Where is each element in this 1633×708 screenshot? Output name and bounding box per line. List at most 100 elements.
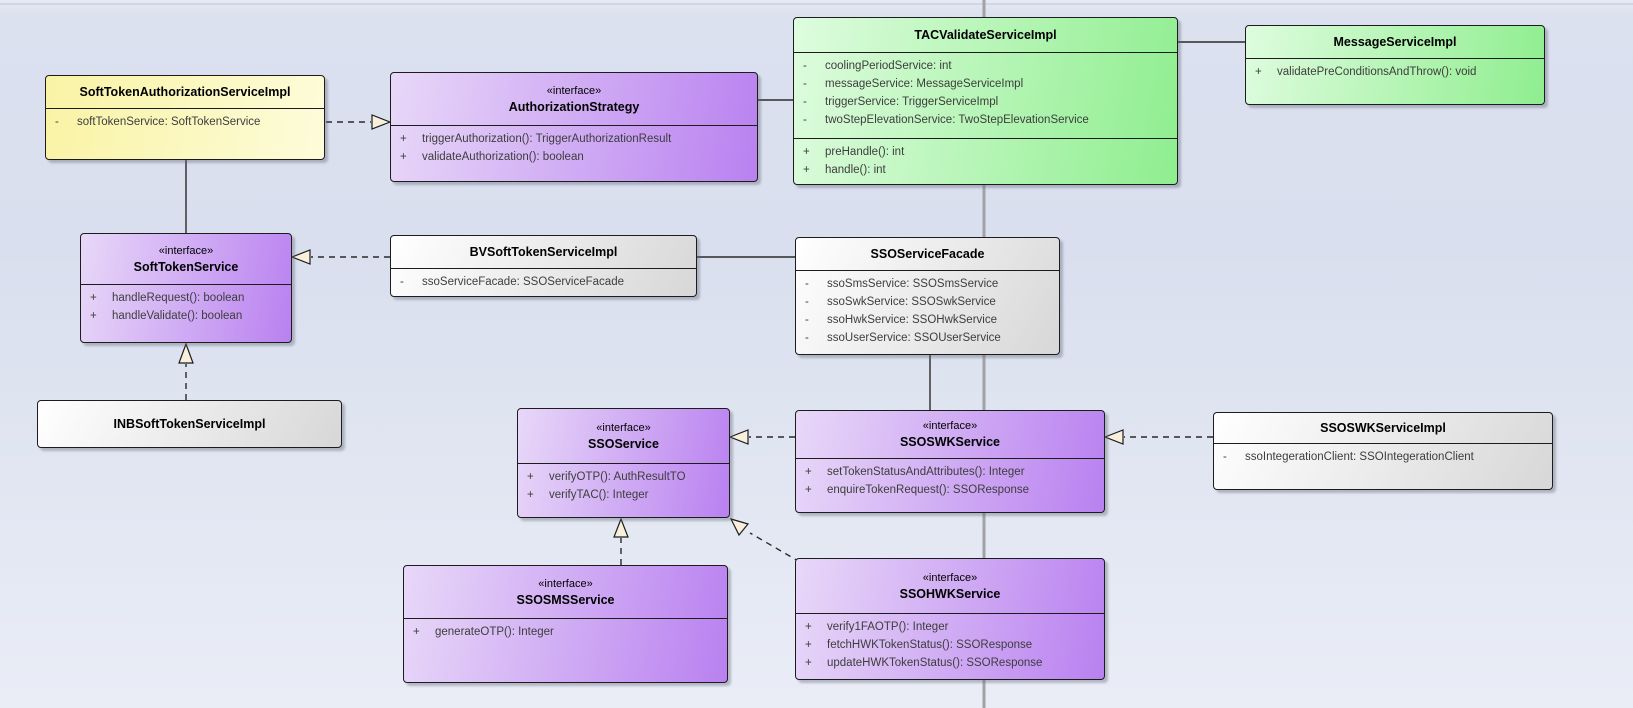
class-tac-validate-service-impl[interactable]: TACValidateServiceImpl - coolingPeriodSer…	[793, 17, 1178, 185]
method: + fetchHWKTokenStatus(): SSOResponse	[796, 636, 1104, 654]
visibility: +	[527, 471, 534, 483]
interface-soft-token-service[interactable]: «interface» SoftTokenService +handleRequ…	[80, 233, 292, 343]
attribute-text: coolingPeriodService: int	[825, 60, 952, 72]
interface-sso-service[interactable]: «interface» SSOService +verifyOTP(): Aut…	[517, 408, 730, 518]
attributes-compartment: -softTokenService: SoftTokenService	[46, 108, 324, 159]
attribute: - twoStepElevationService: TwoStepElevati…	[794, 111, 1177, 129]
interface-sso-swk-service[interactable]: «interface» SSOSWKService + setTokenStatu…	[795, 410, 1105, 513]
method: + handleValidate(): boolean	[81, 307, 291, 325]
method: +triggerAuthorization(): TriggerAuthoriz…	[391, 130, 757, 148]
method-text: triggerAuthorization(): TriggerAuthoriza…	[422, 133, 672, 145]
attributes-compartment: -ssoServiceFacade: SSOServiceFacade	[391, 268, 696, 296]
visibility: -	[805, 332, 809, 344]
class-name: SSOSWKServiceImpl	[1320, 421, 1446, 435]
method-text: validateAuthorization(): boolean	[422, 151, 584, 163]
class-soft-token-authorization-service-impl[interactable]: SoftTokenAuthorizationServiceImpl -softT…	[45, 75, 325, 160]
class-title: «interface» SSOSWKService	[796, 411, 1104, 458]
connector-realization-ssohwkservice-ssoservice	[749, 532, 801, 563]
attributes-compartment: - coolingPeriodService: int -messageServi…	[794, 52, 1177, 138]
realization-arrowhead-icon	[371, 114, 392, 130]
methods-compartment: + verify1FAOTP(): Integer + fetchHWKTokenS…	[796, 613, 1104, 679]
attribute-text: ssoIntegerationClient: SSOIntegerationCl…	[1245, 451, 1474, 463]
class-sso-service-facade[interactable]: SSOServiceFacade -ssoSmsService: SSOSmsS…	[795, 237, 1060, 355]
attribute-text: twoStepElevationService: TwoStepElevatio…	[825, 114, 1089, 126]
class-bv-soft-token-service-impl[interactable]: BVSoftTokenServiceImpl -ssoServiceFacade…	[390, 235, 697, 297]
class-title: MessageServiceImpl	[1246, 26, 1544, 58]
class-title: TACValidateServiceImpl	[794, 18, 1177, 52]
method: + generateOTP(): Integer	[404, 623, 727, 641]
class-title: «interface» SSOHWKService	[796, 559, 1104, 613]
method: + verify1FAOTP(): Integer	[796, 618, 1104, 636]
attribute-text: ssoUserService: SSOUserService	[827, 332, 1001, 344]
method-text: generateOTP(): Integer	[435, 626, 554, 638]
class-title: «interface» AuthorizationStrategy	[391, 73, 757, 125]
visibility: +	[413, 626, 420, 638]
visibility: -	[803, 114, 807, 126]
method: + setTokenStatusAndAttributes(): Integer	[796, 463, 1104, 481]
class-sso-swk-service-impl[interactable]: SSOSWKServiceImpl - ssoIntegerationClient…	[1213, 412, 1553, 490]
interface-authorization-strategy[interactable]: «interface» AuthorizationStrategy + trigg…	[390, 72, 758, 182]
class-name: BVSoftTokenServiceImpl	[469, 245, 618, 259]
attributes-compartment: -ssoSmsService: SSOSmsService -ssoSwkSer…	[796, 270, 1059, 354]
realization-arrowhead-icon	[729, 518, 750, 537]
class-name: SSOSMSService	[516, 592, 615, 607]
attribute: -messageService: MessageServiceImpl	[794, 75, 1177, 93]
method: + enquireTokenRequest(): SSOResponse	[796, 481, 1104, 499]
stereotype: «interface»	[158, 244, 214, 257]
visibility: -	[1223, 451, 1227, 463]
methods-compartment: +setTokenStatusAndAttributes(): Integer …	[796, 458, 1104, 512]
methods-compartment: + triggerAuthorization(): TriggerAuthoriz…	[391, 125, 757, 181]
attribute-text: triggerService: TriggerServiceImpl	[825, 96, 999, 108]
methods-compartment: +verifyOTP(): AuthResultTO +verifyTAC():…	[518, 463, 729, 517]
attribute: -ssoServiceFacade: SSOServiceFacade	[391, 273, 696, 291]
method-text: handle(): int	[825, 164, 886, 176]
method-text: setTokenStatusAndAttributes(): Integer	[827, 466, 1025, 478]
class-title: SoftTokenAuthorizationServiceImpl	[46, 76, 324, 108]
visibility: +	[803, 164, 810, 176]
interface-sso-hwk-service[interactable]: «interface» SSOHWKService + verify1FAOTP(…	[795, 558, 1105, 680]
attribute-text: ssoSwkService: SSOSwkService	[827, 296, 996, 308]
class-title: BVSoftTokenServiceImpl	[391, 236, 696, 268]
realization-arrowhead-icon	[178, 342, 194, 364]
method-text: handleRequest(): boolean	[112, 292, 245, 304]
method: +verifyTAC(): Integer	[518, 486, 729, 504]
method-text: handleValidate(): boolean	[112, 310, 243, 322]
visibility: +	[805, 466, 812, 478]
visibility: +	[803, 146, 810, 158]
attribute: - triggerService: TriggerServiceImpl	[794, 93, 1177, 111]
visibility: -	[55, 116, 59, 128]
class-message-service-impl[interactable]: MessageServiceImpl +validatePreCondition…	[1245, 25, 1545, 105]
method: +preHandle(): int	[794, 143, 1177, 161]
visibility: +	[527, 489, 534, 501]
method-text: fetchHWKTokenStatus(): SSOResponse	[827, 639, 1033, 651]
attribute-text: ssoServiceFacade: SSOServiceFacade	[422, 276, 624, 288]
visibility: -	[803, 96, 807, 108]
class-name: SSOService	[588, 436, 659, 451]
visibility: +	[400, 151, 407, 163]
attribute: - ssoIntegerationClient: SSOIntegerationC…	[1214, 448, 1552, 466]
class-inb-soft-token-service-impl[interactable]: INBSoftTokenServiceImpl	[37, 400, 342, 448]
visibility: -	[803, 60, 807, 72]
stereotype: «interface»	[546, 84, 602, 97]
class-title: «interface» SSOSMSService	[404, 566, 727, 618]
class-title: «interface» SSOService	[518, 409, 729, 463]
stereotype: «interface»	[922, 420, 978, 432]
visibility: +	[805, 621, 812, 633]
method: + handle(): int	[794, 161, 1177, 179]
visibility: +	[90, 310, 97, 322]
visibility: +	[805, 657, 812, 669]
method-text: enquireTokenRequest(): SSOResponse	[827, 484, 1030, 496]
visibility: +	[805, 484, 812, 496]
stereotype: «interface»	[538, 577, 593, 590]
class-name: SSOHWKService	[899, 586, 1001, 601]
interface-sso-sms-service[interactable]: «interface» SSOSMSService + generateOTP()…	[403, 565, 728, 683]
method-text: verify1FAOTP(): Integer	[827, 621, 949, 633]
method-text: validatePreConditionsAndThrow(): void	[1277, 66, 1477, 78]
realization-arrowhead-icon	[1103, 429, 1124, 445]
class-title: SSOServiceFacade	[796, 238, 1059, 270]
attribute: -ssoHwkService: SSOHwkService	[796, 311, 1059, 329]
realization-arrowhead-icon	[728, 429, 749, 445]
class-name: MessageServiceImpl	[1333, 35, 1457, 49]
visibility: +	[805, 639, 812, 651]
